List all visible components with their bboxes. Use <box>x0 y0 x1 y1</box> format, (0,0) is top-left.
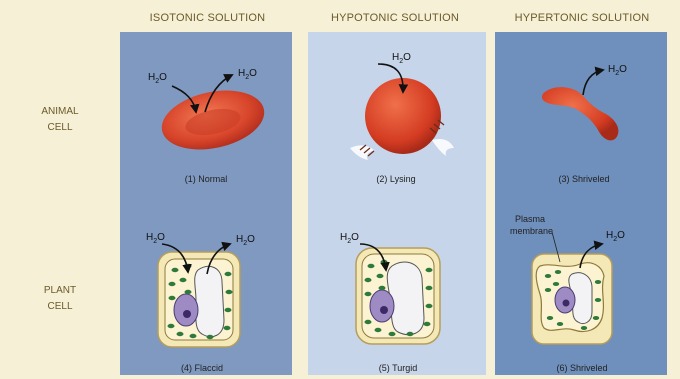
label-plasma-line1: Plasma <box>515 214 545 224</box>
caption-normal: (1) Normal <box>185 174 228 184</box>
plant-cell-turgid <box>356 248 440 344</box>
caption-shriveled-plant: (6) Shriveled <box>556 363 607 373</box>
plant-cell-shriveled <box>532 254 612 344</box>
plant-cell-flaccid <box>158 252 240 347</box>
caption-turgid: (5) Turgid <box>379 363 418 373</box>
caption-flaccid: (4) Flaccid <box>181 363 223 373</box>
label-plasma-line2: membrane <box>510 226 553 236</box>
caption-lysing: (2) Lysing <box>376 174 415 184</box>
caption-shriveled-animal: (3) Shriveled <box>558 174 609 184</box>
